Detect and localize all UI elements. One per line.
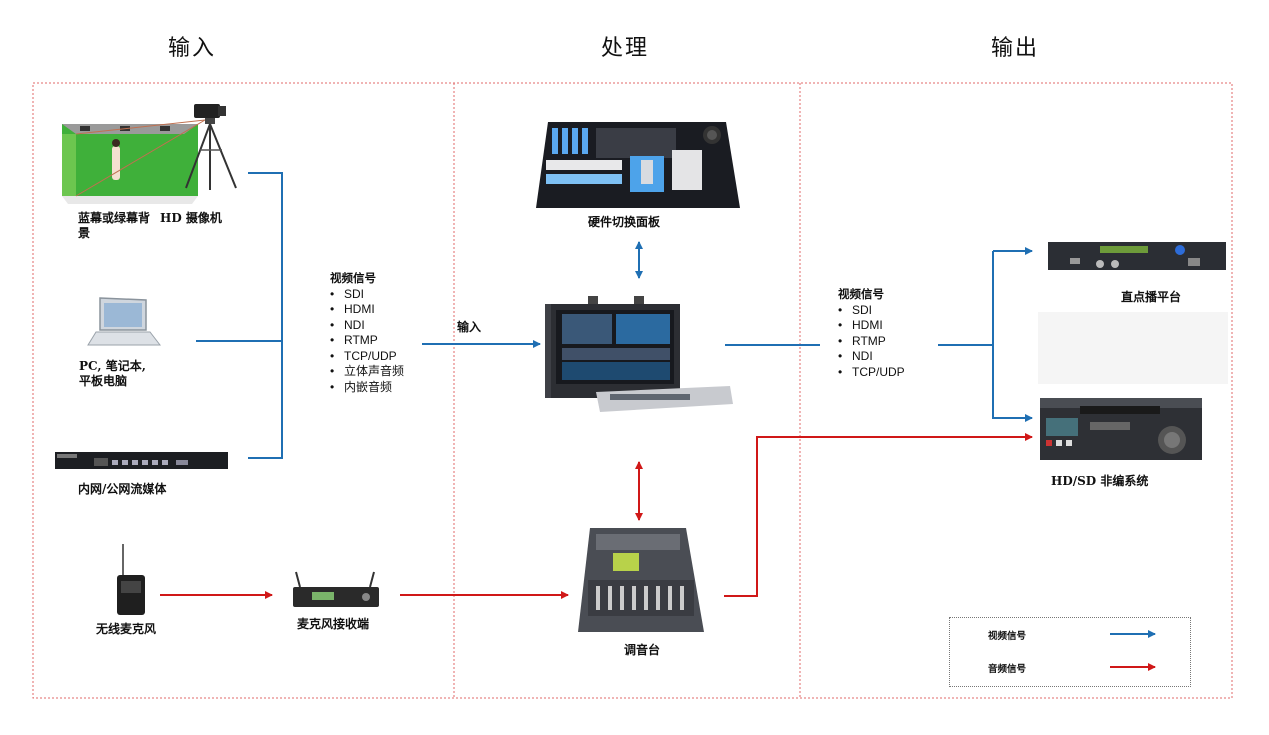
- input-signal-item: SDI: [330, 287, 404, 303]
- input-signal-item: 内嵌音频: [330, 380, 404, 396]
- input-signal-list: 视频信号 SDI HDMI NDI RTMP TCP/UDP 立体声音频 内嵌音…: [330, 271, 404, 395]
- streaming-server-icon: [55, 452, 228, 469]
- column-title-output: 输出: [991, 36, 1040, 61]
- output-signal-item: TCP/UDP: [838, 365, 905, 381]
- output-signal-item: HDMI: [838, 318, 905, 334]
- label-streaming: 内网/公网流媒体: [78, 482, 167, 496]
- output-signal-item: NDI: [838, 349, 905, 365]
- blank-panel: [1038, 312, 1228, 384]
- laptop-icon: [87, 297, 162, 346]
- output-signal-item: SDI: [838, 303, 905, 319]
- input-signal-item: RTMP: [330, 333, 404, 349]
- legend-audio-label: 音频信号: [988, 664, 1027, 675]
- video-switcher-icon: [545, 296, 733, 412]
- label-mixer: 调音台: [624, 643, 661, 657]
- label-live-platform: 直点播平台: [1121, 290, 1182, 304]
- wireless-mic-icon: [117, 544, 145, 615]
- label-green-screen: 蓝幕或绿幕背 景: [78, 211, 151, 240]
- output-signal-list: 视频信号 SDI HDMI RTMP NDI TCP/UDP: [838, 287, 905, 380]
- legend: 视频信号 音频信号: [949, 617, 1191, 687]
- nle-system-icon: [1040, 398, 1202, 460]
- output-signal-header: 视频信号: [838, 287, 884, 301]
- input-signal-item: HDMI: [330, 302, 404, 318]
- input-signal-item: NDI: [330, 318, 404, 334]
- label-nle: HD/SD 非编系统: [1051, 474, 1149, 488]
- label-wireless-mic: 无线麦克风: [96, 622, 157, 636]
- switch-panel-icon: [536, 122, 740, 208]
- hd-camera-icon: [185, 104, 237, 190]
- legend-video-label: 视频信号: [988, 631, 1027, 642]
- input-arrow-label: 输入: [457, 320, 482, 334]
- audio-connections: [160, 433, 1033, 599]
- input-signal-item: 立体声音频: [330, 364, 404, 380]
- label-switch-panel: 硬件切换面板: [588, 215, 661, 229]
- input-signal-header: 视频信号: [330, 271, 376, 285]
- input-signal-item: TCP/UDP: [330, 349, 404, 365]
- video-connections: [196, 172, 1033, 459]
- label-mic-receiver: 麦克风接收端: [297, 617, 370, 631]
- label-pc: PC, 笔记本, 平板电脑: [79, 359, 146, 388]
- column-title-input: 输入: [168, 36, 217, 61]
- label-hd-camera: HD 摄像机: [160, 211, 222, 225]
- column-title-process: 处理: [601, 36, 650, 61]
- audio-mixer-icon: [578, 528, 704, 632]
- green-screen-studio-icon: [62, 119, 206, 204]
- live-platform-icon: [1048, 242, 1226, 270]
- mic-receiver-icon: [293, 571, 379, 607]
- output-signal-item: RTMP: [838, 334, 905, 350]
